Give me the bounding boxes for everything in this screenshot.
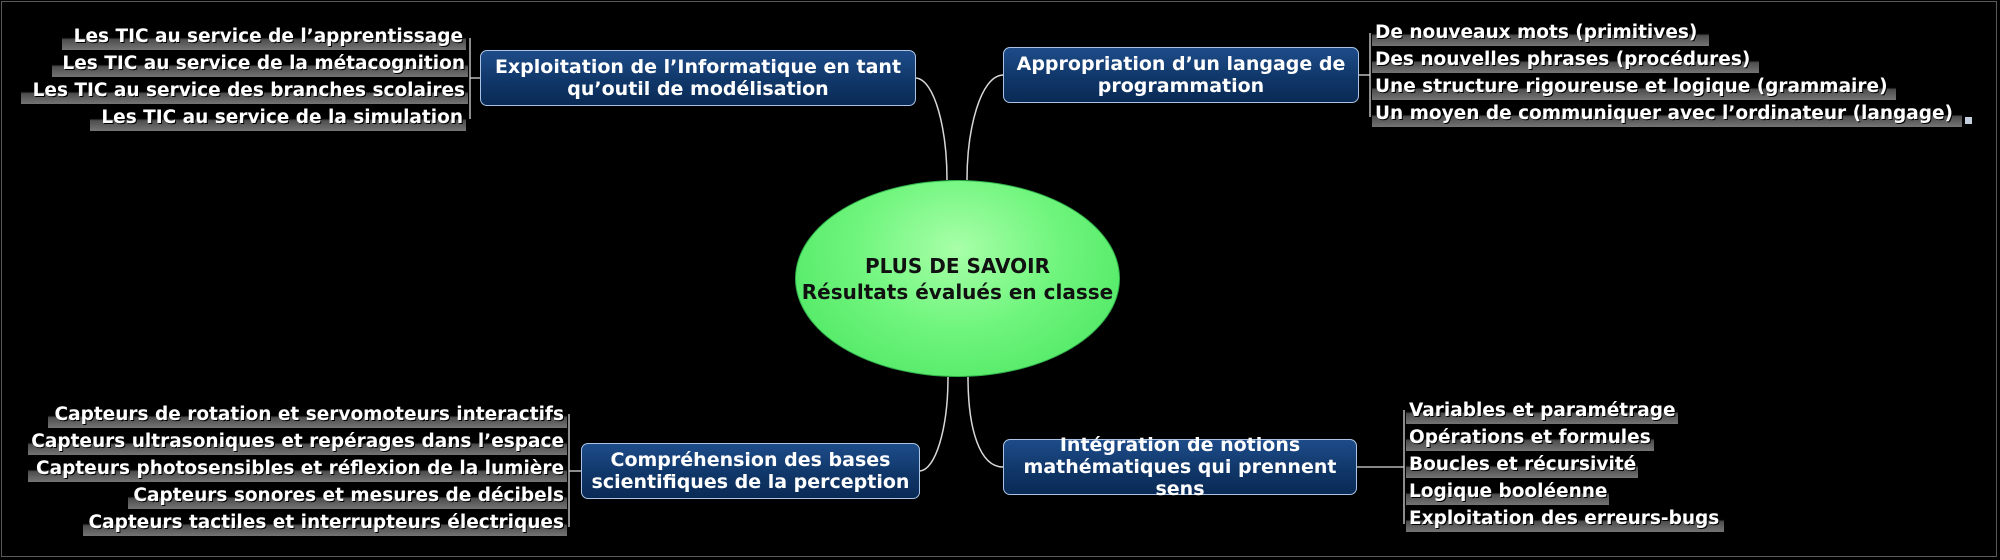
leaf-tic-apprentissage[interactable]: Les TIC au service de l’apprentissage [62, 24, 466, 50]
branch-label-line2: mathématiques qui prennent sens [1023, 456, 1337, 500]
central-topic-title: PLUS DE SAVOIR [864, 253, 1051, 278]
leaf-capteurs-tactiles[interactable]: Capteurs tactiles et interrupteurs élect… [83, 510, 567, 536]
connector-center-bottom-right [967, 376, 1004, 468]
central-topic-subtitle: Résultats évalués en classe [801, 279, 1114, 304]
leaf-capteurs-sonores[interactable]: Capteurs sonores et mesures de décibels [128, 483, 567, 509]
leaf-tic-metacognition[interactable]: Les TIC au service de la métacognition [52, 51, 468, 77]
branch-label-line1: Compréhension des bases [610, 449, 891, 471]
leaf-variables-parametrage[interactable]: Variables et paramétrage [1406, 398, 1678, 424]
connector-center-bottom-left [919, 376, 949, 472]
leaf-tic-simulation[interactable]: Les TIC au service de la simulation [90, 105, 466, 131]
leaf-nouveaux-mots[interactable]: De nouveaux mots (primitives) [1372, 20, 1709, 46]
attachment-marker-icon [1965, 117, 1972, 124]
branch-label-line1: Intégration de notions [1059, 434, 1301, 456]
leaf-boucles-recursivite[interactable]: Boucles et récursivité [1406, 452, 1638, 478]
branch-notions-mathematiques[interactable]: Intégration de notions mathématiques qui… [1003, 434, 1357, 500]
branch-label-line2: programmation [1097, 75, 1265, 97]
branch-label-line1: Appropriation d’un langage de [1016, 53, 1346, 75]
leaf-moyen-communiquer[interactable]: Un moyen de communiquer avec l’ordinateu… [1372, 101, 1962, 127]
branch-label-line1: Exploitation de l’Informatique en tant [494, 56, 902, 78]
leaf-tic-branches-scolaires[interactable]: Les TIC au service des branches scolaire… [21, 78, 468, 104]
leaf-structure-rigoureuse[interactable]: Une structure rigoureuse et logique (gra… [1372, 74, 1896, 100]
leaf-erreurs-bugs[interactable]: Exploitation des erreurs-bugs [1406, 506, 1724, 532]
leaf-capteurs-photosensibles[interactable]: Capteurs photosensibles et réflexion de … [28, 456, 567, 482]
branch-langage-programmation[interactable]: Appropriation d’un langage de programmat… [1003, 47, 1359, 103]
connector-center-top-left [915, 77, 948, 181]
leaf-nouvelles-phrases[interactable]: Des nouvelles phrases (procédures) [1372, 47, 1759, 73]
branch-label-line2: scientifiques de la perception [591, 471, 910, 493]
leaf-capteurs-ultrasoniques[interactable]: Capteurs ultrasoniques et repérages dans… [28, 429, 567, 455]
branch-label-line2: qu’outil de modélisation [567, 78, 829, 100]
leaf-operations-formules[interactable]: Opérations et formules [1406, 425, 1654, 451]
branch-bases-scientifiques[interactable]: Compréhension des bases scientifiques de… [581, 443, 920, 499]
branch-informatique-modelisation[interactable]: Exploitation de l’Informatique en tant q… [480, 50, 916, 106]
leaf-logique-booleenne[interactable]: Logique booléenne [1406, 479, 1609, 505]
leaf-capteurs-rotation[interactable]: Capteurs de rotation et servomoteurs int… [48, 402, 567, 428]
connector-center-top-right [966, 74, 1004, 181]
central-topic[interactable]: PLUS DE SAVOIR Résultats évalués en clas… [795, 180, 1120, 377]
